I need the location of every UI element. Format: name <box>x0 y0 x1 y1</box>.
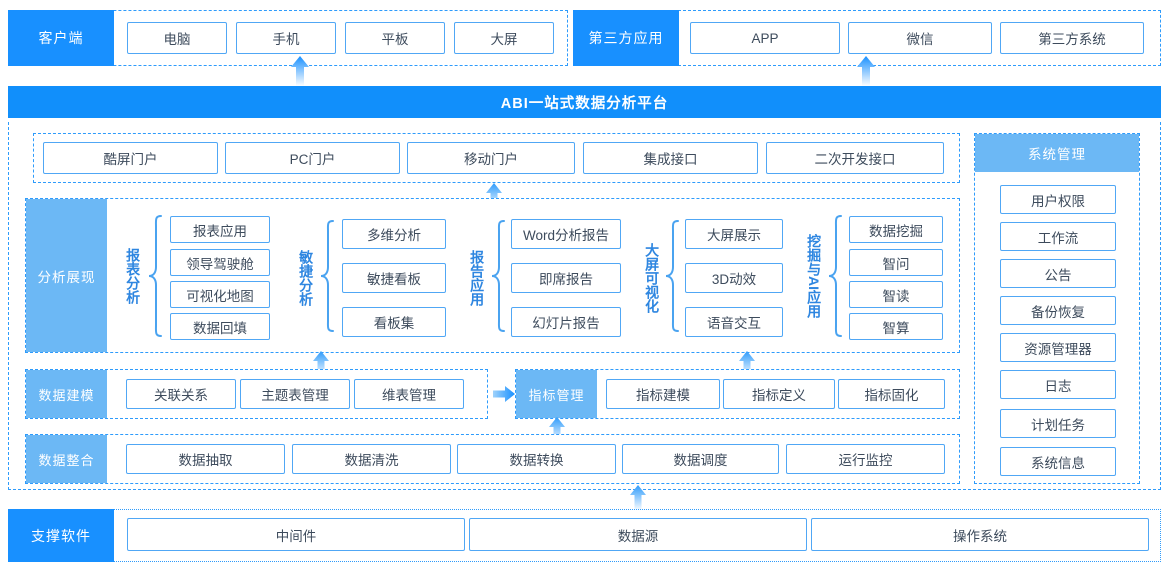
analysis-row-label: 分析展现 <box>26 199 107 352</box>
support-item-2[interactable]: 操作系统 <box>811 518 1149 551</box>
analysis-group-caption-0: 报表分析 <box>125 248 142 304</box>
analysis-group-caption-4: 挖掘与AI应用 <box>806 234 823 318</box>
brace-icon-0 <box>148 215 162 342</box>
system-panel-item-1[interactable]: 工作流 <box>1000 222 1116 251</box>
analysis-item-1-0[interactable]: 多维分析 <box>342 219 446 249</box>
analysis-item-4-0[interactable]: 数据挖掘 <box>849 216 943 243</box>
brace-icon-1 <box>320 220 334 337</box>
brace-icon-4 <box>828 215 842 342</box>
system-panel-item-2[interactable]: 公告 <box>1000 259 1116 288</box>
integration-item-0[interactable]: 数据抽取 <box>126 444 285 474</box>
system-panel-item-5[interactable]: 日志 <box>1000 370 1116 399</box>
analysis-item-4-3[interactable]: 智算 <box>849 313 943 340</box>
modeling-right-item-2[interactable]: 指标固化 <box>838 379 945 409</box>
modeling-right-item-0[interactable]: 指标建模 <box>606 379 720 409</box>
system-panel-item-6[interactable]: 计划任务 <box>1000 409 1116 438</box>
integration-item-3[interactable]: 数据调度 <box>622 444 779 474</box>
analysis-item-3-0[interactable]: 大屏展示 <box>685 219 783 249</box>
support-item-0[interactable]: 中间件 <box>127 518 465 551</box>
brace-icon-3 <box>665 220 679 337</box>
arrow-up-modeling-icon <box>546 417 568 448</box>
modeling-right-item-1[interactable]: 指标定义 <box>723 379 835 409</box>
analysis-item-0-2[interactable]: 可视化地图 <box>170 281 270 308</box>
analysis-item-2-2[interactable]: 幻灯片报告 <box>511 307 621 337</box>
arrow-up-portal-icon <box>483 183 505 214</box>
modeling-row-label: 数据建模 <box>26 370 107 418</box>
integration-item-2[interactable]: 数据转换 <box>457 444 616 474</box>
integration-row-label: 数据整合 <box>26 435 107 483</box>
portal-item-0[interactable]: 酷屏门户 <box>43 142 218 174</box>
analysis-item-0-0[interactable]: 报表应用 <box>170 216 270 243</box>
arrow-right-metric-icon <box>492 385 516 408</box>
client-item-0[interactable]: 电脑 <box>127 22 227 54</box>
portal-item-1[interactable]: PC门户 <box>225 142 400 174</box>
portal-item-2[interactable]: 移动门户 <box>407 142 575 174</box>
analysis-item-3-1[interactable]: 3D动效 <box>685 263 783 293</box>
portal-item-4[interactable]: 二次开发接口 <box>766 142 944 174</box>
third-party-row-label: 第三方应用 <box>573 10 679 66</box>
integration-item-1[interactable]: 数据清洗 <box>292 444 451 474</box>
modeling-left-item-0[interactable]: 关联关系 <box>126 379 236 409</box>
platform-banner: ABI一站式数据分析平台 <box>8 86 1161 118</box>
analysis-item-1-2[interactable]: 看板集 <box>342 307 446 337</box>
analysis-item-2-0[interactable]: Word分析报告 <box>511 219 621 249</box>
system-panel-item-7[interactable]: 系统信息 <box>1000 447 1116 476</box>
analysis-item-1-1[interactable]: 敏捷看板 <box>342 263 446 293</box>
analysis-item-3-2[interactable]: 语音交互 <box>685 307 783 337</box>
arrow-up-third-party-icon <box>854 56 878 91</box>
support-item-1[interactable]: 数据源 <box>469 518 807 551</box>
analysis-item-0-1[interactable]: 领导驾驶舱 <box>170 249 270 276</box>
analysis-item-4-1[interactable]: 智问 <box>849 249 943 276</box>
support-row-label: 支撑软件 <box>8 509 114 562</box>
arrow-up-support-icon <box>627 485 649 516</box>
arrow-up-client-icon <box>288 56 312 91</box>
modeling-left-item-2[interactable]: 维表管理 <box>354 379 464 409</box>
client-item-2[interactable]: 平板 <box>345 22 445 54</box>
analysis-group-caption-3: 大屏可视化 <box>644 242 661 313</box>
analysis-item-4-2[interactable]: 智读 <box>849 281 943 308</box>
system-panel-item-4[interactable]: 资源管理器 <box>1000 333 1116 362</box>
system-panel-item-3[interactable]: 备份恢复 <box>1000 296 1116 325</box>
analysis-group-caption-2: 报告应用 <box>469 249 486 306</box>
third-party-item-0[interactable]: APP <box>690 22 840 54</box>
analysis-group-caption-1: 敏捷分析 <box>298 249 315 306</box>
portal-item-3[interactable]: 集成接口 <box>583 142 758 174</box>
brace-icon-2 <box>491 220 505 337</box>
third-party-item-1[interactable]: 微信 <box>848 22 992 54</box>
arrow-up-analysis-left-icon <box>310 351 332 382</box>
third-party-item-2[interactable]: 第三方系统 <box>1000 22 1144 54</box>
modeling-hub-box[interactable]: 指标管理 <box>516 370 597 418</box>
analysis-item-2-1[interactable]: 即席报告 <box>511 263 621 293</box>
client-row-label: 客户端 <box>8 10 114 66</box>
system-panel-item-0[interactable]: 用户权限 <box>1000 185 1116 214</box>
integration-item-4[interactable]: 运行监控 <box>786 444 945 474</box>
client-item-1[interactable]: 手机 <box>236 22 336 54</box>
system-panel-label: 系统管理 <box>975 134 1139 172</box>
arrow-up-analysis-right-icon <box>736 351 758 382</box>
analysis-item-0-3[interactable]: 数据回填 <box>170 313 270 340</box>
modeling-left-item-1[interactable]: 主题表管理 <box>240 379 350 409</box>
client-item-3[interactable]: 大屏 <box>454 22 554 54</box>
